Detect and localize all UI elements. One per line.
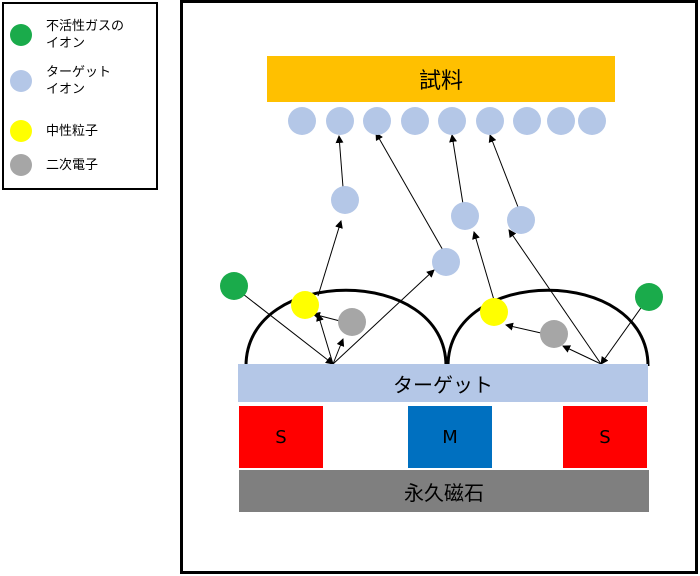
legend-label: 二次電子 xyxy=(46,157,99,173)
trajectory-arrow xyxy=(316,313,334,365)
target-ion xyxy=(507,206,535,234)
permanent-magnet-base: 永久磁石 xyxy=(239,470,649,512)
trajectory-arrow xyxy=(488,134,519,208)
blue-dot-icon xyxy=(10,70,32,92)
legend-item-electron: 二次電子 xyxy=(10,154,98,176)
trajectory-arrow xyxy=(332,269,435,365)
trajectory-arrow xyxy=(472,231,495,301)
gray-dot-icon xyxy=(10,154,32,176)
legend-item-neutral: 中性粒子 xyxy=(10,120,98,142)
deposited-ion xyxy=(288,107,316,135)
gas-ion xyxy=(635,283,663,311)
yellow-dot-icon xyxy=(10,120,32,142)
magnet-m-center: M xyxy=(408,406,492,468)
deposited-ion xyxy=(438,107,466,135)
deposited-ion xyxy=(578,107,606,135)
trajectory-arrow xyxy=(317,220,343,297)
deposited-ion xyxy=(476,107,504,135)
magnet-m-label: M xyxy=(442,426,458,448)
secondary-electron xyxy=(540,320,568,348)
magnetic-field-arc-right xyxy=(446,288,650,367)
magnetic-field-arc-left xyxy=(244,288,448,367)
trajectory-arrow xyxy=(508,229,602,365)
deposited-ion xyxy=(326,107,354,135)
diagram-frame xyxy=(180,0,698,574)
target-bar: ターゲット xyxy=(238,364,648,402)
magnet-s-left: S xyxy=(239,406,323,468)
trajectory-arrow xyxy=(505,322,542,334)
magnet-s-right-label: S xyxy=(599,426,611,448)
magnet-s-left-label: S xyxy=(275,426,287,448)
target-ion xyxy=(331,186,359,214)
permanent-magnet-label: 永久磁石 xyxy=(404,480,484,505)
trajectory-arrow xyxy=(449,134,464,205)
deposited-ion xyxy=(401,107,429,135)
secondary-electron xyxy=(338,308,366,336)
legend-item-gas-ion: 不活性ガスの イオン xyxy=(10,18,124,52)
trajectory-arrow xyxy=(600,297,649,365)
legend-label: ターゲット イオン xyxy=(46,65,112,97)
deposited-ion xyxy=(513,107,541,135)
neutral-particle xyxy=(291,291,319,319)
target-ion xyxy=(451,202,479,230)
magnet-s-right: S xyxy=(563,406,647,468)
trajectory-arrow xyxy=(233,286,334,365)
legend-label: 中性粒子 xyxy=(46,123,99,139)
target-label: ターゲット xyxy=(393,372,493,397)
target-ion xyxy=(432,248,460,276)
green-dot-icon xyxy=(10,24,32,46)
legend-item-target-ion: ターゲット イオン xyxy=(10,64,111,98)
legend-label: 不活性ガスの イオン xyxy=(46,19,125,51)
trajectory-arrow xyxy=(562,345,602,365)
trajectory-arrow xyxy=(332,338,345,365)
neutral-particle xyxy=(480,298,508,326)
legend: 不活性ガスの イオン ターゲット イオン 中性粒子 二次電子 xyxy=(2,2,158,190)
gas-ion xyxy=(220,272,248,300)
deposited-ion xyxy=(547,107,575,135)
sample-bar: 試料 xyxy=(267,56,615,102)
trajectory-arrow xyxy=(375,132,445,253)
deposited-ion xyxy=(363,107,391,135)
sample-label: 試料 xyxy=(418,69,463,94)
trajectory-arrow xyxy=(312,311,341,322)
